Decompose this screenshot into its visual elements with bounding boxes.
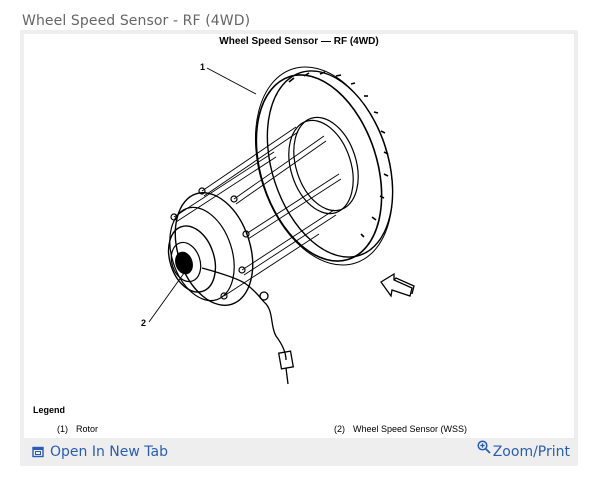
legend-item-number: (1) [57,424,68,434]
open-in-new-tab-link[interactable]: Open In New Tab [32,444,168,460]
wheel-speed-sensor-diagram [148,66,415,385]
direction-arrow-icon [380,272,415,298]
diagram-panel: Wheel Speed Sensor — RF (4WD) 1 2 Legend… [24,34,574,438]
hub-drawing [167,187,254,306]
image-actions-bar: Open In New Tab Zoom/Print [20,438,578,466]
legend-item-label: Rotor [76,424,99,434]
legend-title: Legend [33,405,66,415]
rotor-drawing [254,66,394,266]
zoom-print-label: Zoom/Print [492,444,570,460]
legend-item-wss: (2) Wheel Speed Sensor (WSS) [334,424,467,434]
zoom-in-icon [477,440,491,454]
sensor-harness-drawing [201,267,295,385]
image-caption: Wheel Speed Sensor - RF (4WD) [22,13,251,29]
legend-item-rotor: (1) Rotor [57,424,98,434]
legend-item-number: (2) [334,424,345,434]
diagram-title: Wheel Speed Sensor — RF (4WD) [219,36,379,47]
legend-item-label: Wheel Speed Sensor (WSS) [353,424,468,434]
open-in-new-tab-label: Open In New Tab [50,444,168,460]
callout-rotor: 1 [200,62,206,72]
open-new-tab-icon [32,446,44,458]
zoom-print-link[interactable]: Zoom/Print [477,440,570,460]
callout-wheel-speed-sensor: 2 [141,318,147,328]
